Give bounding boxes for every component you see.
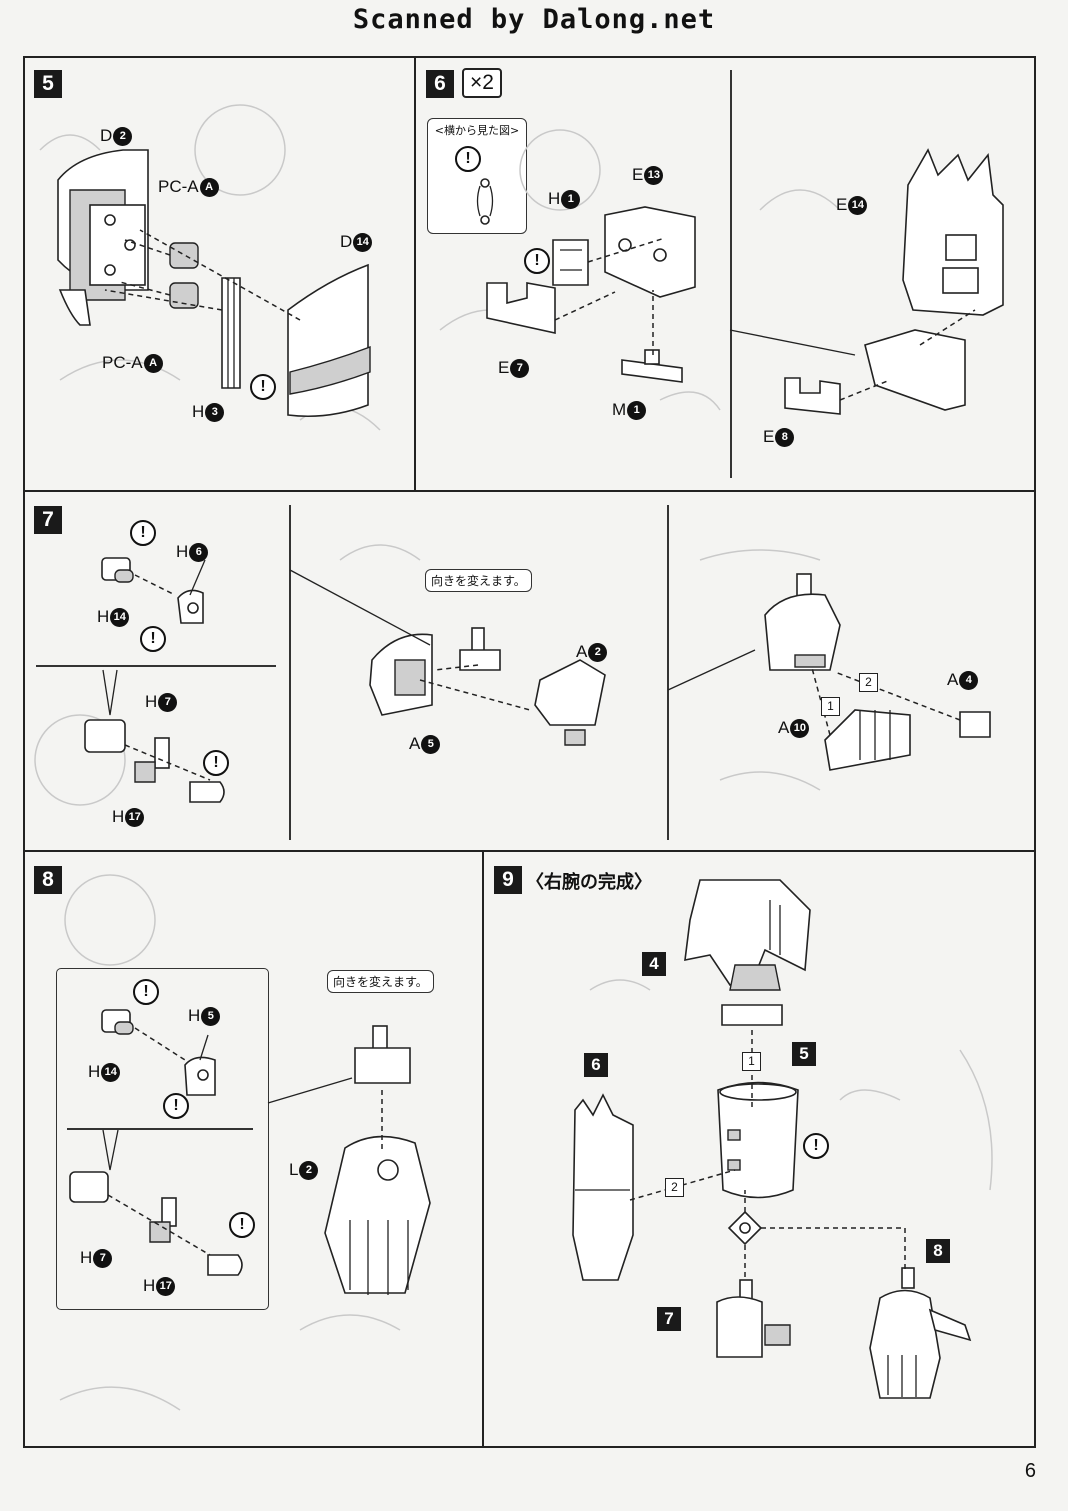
caution-icon: ! <box>803 1133 829 1159</box>
scanner-credit: Scanned by Dalong.net <box>352 4 716 35</box>
order-step-2: 2 <box>665 1178 684 1197</box>
order-step-2: 2 <box>859 673 878 692</box>
caution-icon: ! <box>229 1212 255 1238</box>
caution-icon: ! <box>250 374 276 400</box>
step-7-badge: 7 <box>34 506 62 534</box>
caution-icon: ! <box>130 520 156 546</box>
caution-icon: ! <box>455 146 481 172</box>
ref-part-6: 6 <box>584 1053 608 1077</box>
ref-part-7: 7 <box>657 1307 681 1331</box>
multiplier-badge: ×2 <box>462 68 502 98</box>
step-5-badge: 5 <box>34 70 62 98</box>
step-6-divider <box>730 70 732 478</box>
page-number: 6 <box>1024 1460 1036 1482</box>
step-6-badge: 6 <box>426 70 454 98</box>
step-7-sub-divider <box>36 665 276 667</box>
step-9-badge: 9 <box>494 866 522 894</box>
caution-icon: ! <box>163 1093 189 1119</box>
reorient-note: 向きを変えます。 <box>425 569 532 592</box>
reorient-note: 向きを変えます。 <box>327 970 434 993</box>
step-8-sub-assembly <box>56 968 269 1310</box>
ref-part-5: 5 <box>792 1042 816 1066</box>
step-7-divider-1 <box>289 505 291 840</box>
caution-icon: ! <box>524 248 550 274</box>
ref-part-8: 8 <box>926 1239 950 1263</box>
caution-icon: ! <box>140 626 166 652</box>
side-view-callout: <横から見た図> <box>427 118 527 234</box>
order-step-1: 1 <box>742 1052 761 1071</box>
step-9-title: 〈右腕の完成〉 <box>526 872 652 893</box>
order-step-1: 1 <box>821 697 840 716</box>
caution-icon: ! <box>203 750 229 776</box>
caution-icon: ! <box>133 979 159 1005</box>
step-8-badge: 8 <box>34 866 62 894</box>
ref-part-4: 4 <box>642 952 666 976</box>
side-view-title: <横から見た図> <box>434 124 520 137</box>
step-8-sub-divider <box>67 1128 253 1130</box>
step-9-panel <box>482 850 1036 1448</box>
step-7-divider-2 <box>667 505 669 840</box>
